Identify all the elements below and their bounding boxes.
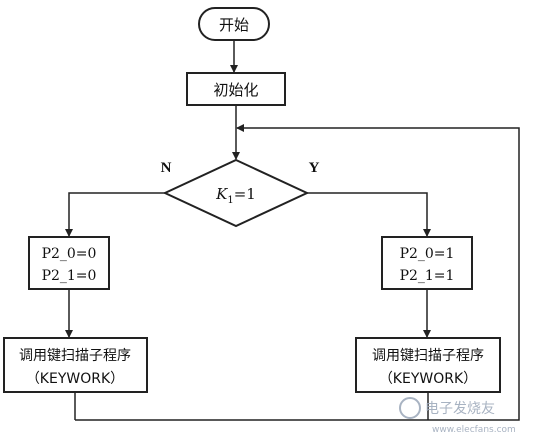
left-call-line1: 调用键扫描子程序 [19, 348, 131, 364]
init-node: 初始化 [186, 72, 286, 106]
decision-label: K1=1 [215, 185, 256, 206]
no-branch-label: N [161, 160, 172, 176]
left-assign-line2: P2_1=0 [42, 268, 97, 284]
init-label: 初始化 [213, 81, 258, 99]
yes-branch-label: Y [309, 160, 320, 176]
right-call-line2: （KEYWORK） [379, 371, 477, 387]
right-call-node: 调用键扫描子程序 （KEYWORK） [355, 337, 501, 393]
left-call-line2: （KEYWORK） [26, 371, 124, 387]
watermark-text: 电子发烧友 [425, 401, 495, 417]
start-node: 开始 [198, 7, 270, 41]
watermark-domain: www.elecfans.com [432, 425, 516, 435]
right-assign-node: P2_0=1 P2_1=1 [381, 236, 473, 290]
right-assign-line2: P2_1=1 [400, 268, 455, 284]
left-assign-node: P2_0=0 P2_1=0 [28, 236, 110, 290]
right-call-line1: 调用键扫描子程序 [372, 348, 484, 364]
left-call-node: 调用键扫描子程序 （KEYWORK） [3, 337, 148, 393]
watermark: 电子发烧友 www.elecfans.com [399, 397, 516, 435]
start-label: 开始 [219, 16, 249, 34]
decision-node: K1=1 [162, 158, 310, 228]
arrow-decision-to-left [65, 192, 165, 237]
right-assign-line1: P2_0=1 [400, 246, 455, 262]
loop-back-line [75, 124, 520, 421]
arrow-decision-to-right [307, 192, 431, 237]
left-assign-line1: P2_0=0 [42, 246, 97, 262]
watermark-logo-icon [399, 397, 421, 419]
